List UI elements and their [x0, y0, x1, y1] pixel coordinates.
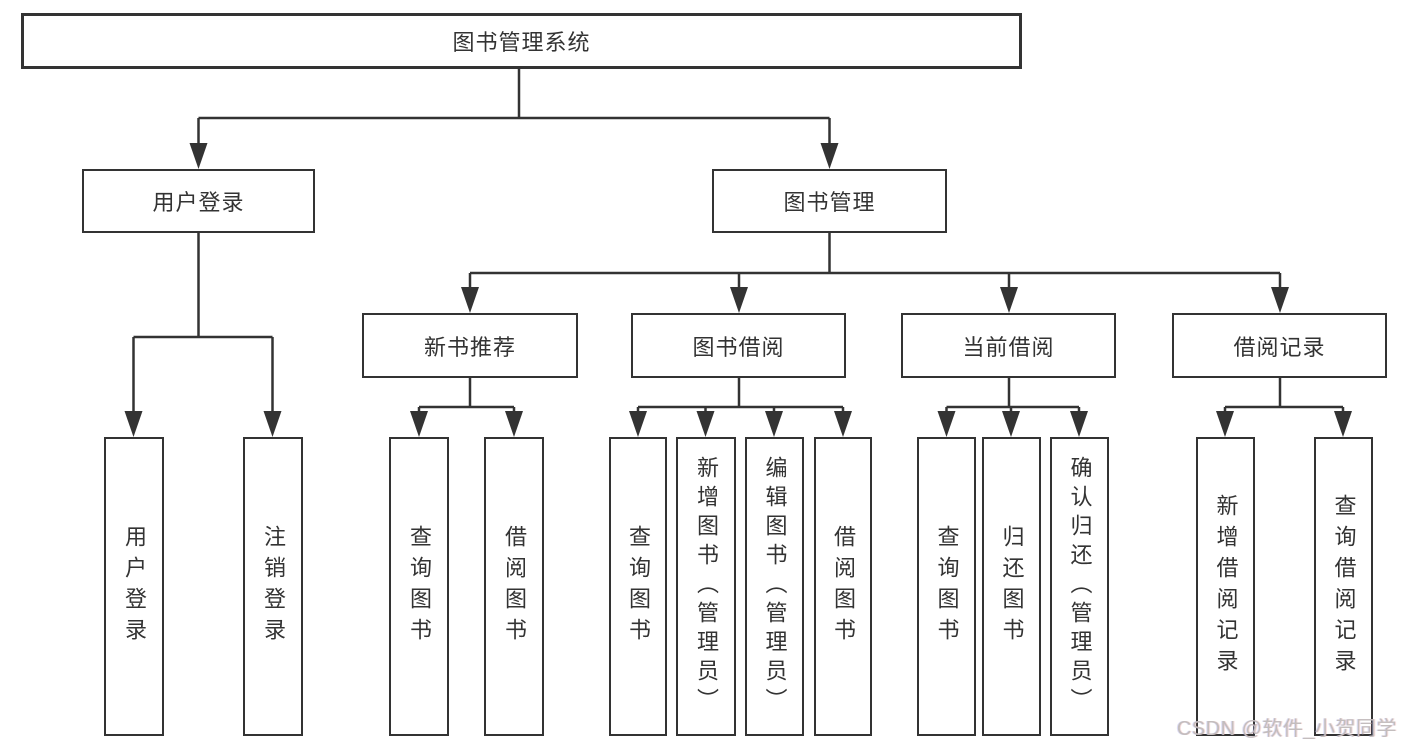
node-borrow-records: 借阅记录 — [1172, 313, 1387, 378]
leaf-label: 查询图书 — [626, 524, 651, 649]
leaf-cb-return-books: 归还图书 — [982, 437, 1041, 736]
leaf-label: 查询图书 — [407, 524, 432, 649]
leaf-label: 查询借阅记录 — [1331, 493, 1357, 680]
leaf-nbr-query-books: 查询图书 — [389, 437, 449, 736]
leaf-label: 借阅图书 — [502, 524, 527, 649]
node-label: 图书管理 — [783, 190, 876, 215]
watermark: CSDN @软件_小贺同学 — [1176, 718, 1397, 740]
leaf-user-login: 用户登录 — [104, 437, 164, 736]
node-book-borrowing: 图书借阅 — [631, 313, 846, 378]
leaf-label: 新增图书（管理员） — [694, 456, 719, 717]
node-new-book-recommend: 新书推荐 — [362, 313, 578, 378]
leaf-label: 归还图书 — [999, 524, 1025, 649]
leaf-bb-borrow-books: 借阅图书 — [814, 437, 872, 736]
node-label: 新书推荐 — [423, 334, 516, 360]
leaf-br-add-record: 新增借阅记录 — [1196, 437, 1255, 736]
leaf-label: 编辑图书（管理员） — [762, 456, 788, 717]
leaf-bb-query-books: 查询图书 — [609, 437, 667, 736]
leaf-label: 用户登录 — [122, 524, 147, 649]
leaf-br-query-record: 查询借阅记录 — [1314, 437, 1373, 736]
node-user-login: 用户登录 — [82, 169, 315, 233]
leaf-cb-query-books: 查询图书 — [917, 437, 976, 736]
leaf-label: 查询图书 — [934, 524, 960, 649]
root-node-label: 图书管理系统 — [452, 30, 591, 55]
leaf-bb-add-books-admin: 新增图书（管理员） — [676, 437, 736, 736]
leaf-label: 确认归还（管理员） — [1067, 456, 1093, 717]
root-node: 图书管理系统 — [21, 13, 1022, 69]
node-current-borrowing: 当前借阅 — [901, 313, 1116, 378]
node-book-management: 图书管理 — [712, 169, 947, 233]
leaf-label: 注销登录 — [261, 524, 286, 649]
leaf-cb-confirm-return-admin: 确认归还（管理员） — [1050, 437, 1109, 736]
leaf-label: 新增借阅记录 — [1213, 493, 1239, 680]
leaf-logout: 注销登录 — [243, 437, 303, 736]
leaf-bb-edit-books-admin: 编辑图书（管理员） — [745, 437, 804, 736]
node-label: 借阅记录 — [1233, 334, 1326, 360]
node-label: 当前借阅 — [962, 334, 1055, 360]
leaf-nbr-borrow-books: 借阅图书 — [484, 437, 544, 736]
leaf-label: 借阅图书 — [831, 524, 856, 649]
node-label: 图书借阅 — [692, 334, 785, 360]
node-label: 用户登录 — [152, 190, 245, 215]
